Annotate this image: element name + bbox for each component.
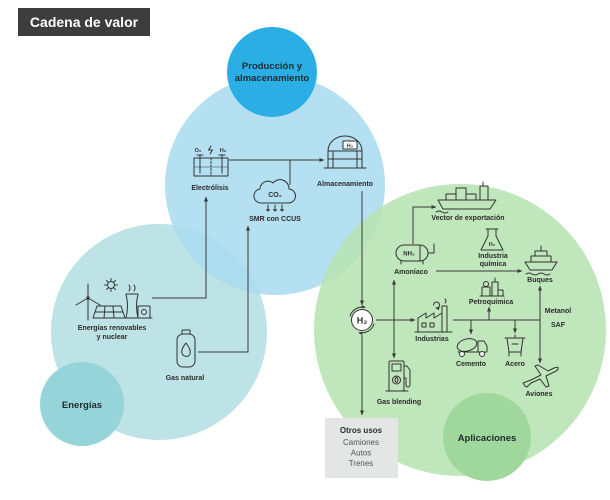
hydrogen-storage-tank-icon: H₂ (323, 135, 367, 169)
hydrogen-hub-text: H₂ (357, 315, 368, 325)
steel-label: Acero (505, 361, 525, 368)
hydrogen-cycle-icon: H₂ (349, 304, 375, 336)
cement-mixer-truck-icon (456, 338, 488, 357)
factory-icon (414, 298, 453, 333)
smr-label: SMR con CCUS (249, 216, 301, 223)
petrochemical-label: Petroquímica (469, 299, 513, 306)
electrolysis-o2-text: O₂ (195, 148, 202, 154)
cargo-ship-icon (435, 181, 497, 214)
energy-stage-badge (40, 362, 124, 446)
steel-ladle-icon (504, 334, 526, 357)
storage-h2-text: H₂ (347, 143, 354, 149)
cement-label: Cemento (456, 361, 486, 368)
renewables-label-line2: y nuclear (97, 334, 128, 341)
production-stage-label-line2: almacenamiento (235, 73, 310, 84)
saf-label: SAF (551, 322, 566, 329)
industries-label: Industrias (415, 336, 449, 343)
gas-blending-label: Gas blending (377, 399, 421, 406)
arrow-gas-to-smr (198, 225, 251, 353)
solar-panel-icon (92, 305, 126, 319)
arrow-renewables-to-electrolysis (152, 196, 209, 299)
export-label: Vector de exportación (431, 215, 504, 222)
ammonia-nh3-text: NH₃ (403, 252, 415, 258)
other-uses-item: Autos (351, 449, 371, 458)
arrow-ammonia-to-export (412, 204, 437, 244)
chemical-h2-text: H₂ (489, 242, 496, 248)
energy-stage-label: Energías (62, 400, 102, 411)
gas-cylinder-icon (176, 329, 196, 368)
renewables-label-line1: Energías renovables (78, 325, 147, 332)
methanol-label: Metanol (545, 308, 572, 315)
other-uses-title: Otros usos (340, 426, 383, 435)
applications-stage-circle (314, 184, 606, 476)
sun-icon (104, 278, 118, 292)
co2-cloud-icon: CO₂ (253, 179, 296, 212)
chemical-flask-icon: H₂ (480, 228, 504, 251)
applications-stage-label: Aplicaciones (458, 433, 517, 444)
electrolysis-h2-text: H₂ (220, 148, 227, 154)
ship-icon (524, 245, 558, 276)
chemical-label-line1: Industria (478, 253, 508, 260)
fuel-pump-icon (385, 360, 411, 392)
airplane-icon (522, 364, 559, 388)
applications-stage-badge (443, 393, 531, 481)
other-uses-item: Camiones (343, 438, 379, 447)
title-box (18, 8, 150, 36)
chemical-label-line2: química (480, 261, 507, 268)
other-uses-item: Trenes (349, 459, 374, 468)
natural-gas-label: Gas natural (166, 375, 205, 382)
ships-label: Buques (527, 277, 553, 284)
electrolysis-label: Electrólisis (191, 185, 228, 192)
petrochemical-plant-icon (479, 277, 505, 297)
other-uses-box (325, 418, 398, 478)
aircraft-label: Aviones (526, 391, 553, 398)
storage-label: Almacenamiento (317, 181, 373, 188)
page-title: Cadena de valor (30, 14, 139, 30)
production-stage-circle (165, 75, 385, 295)
flow-arrows (152, 157, 543, 416)
smr-co2-text: CO₂ (268, 192, 282, 199)
ammonia-tank-icon: NH₃ (395, 243, 435, 265)
nuclear-plant-icon (121, 284, 153, 319)
electrolyzer-icon: O₂ H₂ (193, 145, 229, 177)
production-stage-badge (227, 27, 317, 117)
production-stage-label-line1: Producción y (242, 61, 303, 72)
ammonia-label: Amoníaco (394, 269, 428, 276)
wind-turbine-icon (75, 283, 101, 321)
